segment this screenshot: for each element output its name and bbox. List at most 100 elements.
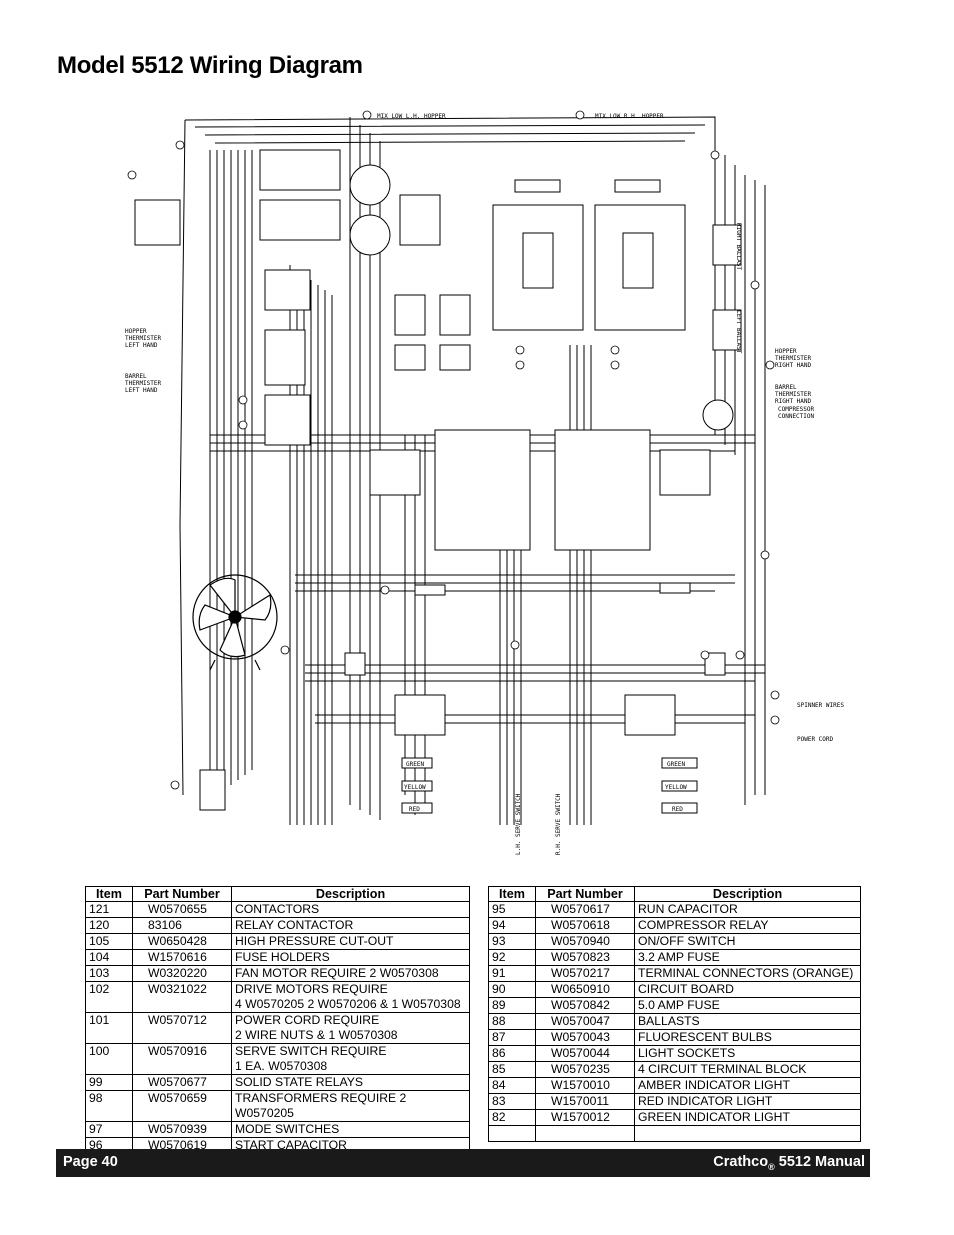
- item-number: [488, 1125, 536, 1142]
- part-description: FUSE HOLDERS: [231, 949, 470, 966]
- part-description: TERMINAL CONNECTORS (ORANGE): [634, 965, 861, 982]
- description-line: START CAPACITOR: [235, 1138, 347, 1152]
- part-number: W0570217: [535, 965, 635, 982]
- label-lh-serve-switch: L.H. SERVE SWITCH: [515, 793, 522, 855]
- description-line: FUSE HOLDERS: [235, 950, 330, 964]
- part-number: W0570618: [535, 917, 635, 934]
- label-hopper-therm-rh: HOPPER: [775, 348, 797, 355]
- page-number: Page 40: [63, 1154, 118, 1170]
- part-number: W0650910: [535, 981, 635, 998]
- item-number: 84: [488, 1077, 536, 1094]
- label-mix-low-lh: MIX LOW L.H. HOPPER: [377, 113, 446, 120]
- item-number: 97: [85, 1121, 133, 1138]
- label-barrel-therm-rh-2: THERMISTER: [775, 391, 812, 398]
- part-description: AMBER INDICATOR LIGHT: [634, 1077, 861, 1094]
- part-description: GREEN INDICATOR LIGHT: [634, 1109, 861, 1126]
- description-line: RELAY CONTACTOR: [235, 918, 354, 932]
- manual-title: Crathco® 5512 Manual: [713, 1154, 865, 1172]
- col-item: Item: [488, 886, 536, 902]
- part-description: FAN MOTOR REQUIRE 2 W0570308: [231, 965, 470, 982]
- label-barrel-therm-lh: BARREL: [125, 373, 147, 380]
- col-description: Description: [634, 886, 861, 902]
- label-mix-low-rh: MIX LOW R.H. HOPPER: [595, 113, 664, 120]
- label-hopper-therm-lh-2: THERMISTER: [125, 335, 162, 342]
- label-rh-serve-switch: R.H. SERVE SWITCH: [555, 793, 562, 855]
- description-line: FAN MOTOR REQUIRE 2 W0570308: [235, 966, 439, 980]
- item-number: 90: [488, 981, 536, 998]
- item-number: 102: [85, 981, 133, 1013]
- item-number: 86: [488, 1045, 536, 1062]
- col-description: Description: [231, 886, 470, 902]
- description-line-2: 1 EA. W0570308: [235, 1059, 328, 1073]
- part-number: W0570823: [535, 949, 635, 966]
- part-number: 83106: [132, 917, 232, 934]
- part-number: W0570842: [535, 997, 635, 1014]
- label-barrel-therm-lh-3: LEFT HAND: [125, 387, 158, 394]
- description-line: TRANSFORMERS REQUIRE 2 W0570205: [235, 1091, 407, 1120]
- label-green-right: GREEN: [667, 761, 685, 768]
- part-description: CIRCUIT BOARD: [634, 981, 861, 998]
- item-number: 99: [85, 1074, 133, 1091]
- description-line: HIGH PRESSURE CUT-OUT: [235, 934, 394, 948]
- part-number: W0570043: [535, 1029, 635, 1046]
- part-number: W1570010: [535, 1077, 635, 1094]
- description-line: SOLID STATE RELAYS: [235, 1075, 364, 1089]
- item-number: 93: [488, 933, 536, 950]
- description-line: POWER CORD REQUIRE: [235, 1013, 380, 1027]
- part-description: SOLID STATE RELAYS: [231, 1074, 470, 1091]
- part-description: RED INDICATOR LIGHT: [634, 1093, 861, 1110]
- part-number: W0321022: [132, 981, 232, 1013]
- label-left-ballast: LEFT BALLAST: [735, 310, 742, 354]
- item-number: 120: [85, 917, 133, 934]
- part-description: BALLASTS: [634, 1013, 861, 1030]
- description-line: SERVE SWITCH REQUIRE: [235, 1044, 387, 1058]
- item-number: 85: [488, 1061, 536, 1078]
- part-number: [535, 1125, 635, 1142]
- label-hopper-therm-rh-2: THERMISTER: [775, 355, 812, 362]
- item-number: 87: [488, 1029, 536, 1046]
- item-number: 91: [488, 965, 536, 982]
- label-spinner-wires: SPINNER WIRES: [797, 702, 844, 709]
- part-description: LIGHT SOCKETS: [634, 1045, 861, 1062]
- part-number: W1570011: [535, 1093, 635, 1110]
- wiring-diagram: MIX LOW L.H. HOPPER MIX LOW R.H. HOPPER …: [125, 110, 844, 855]
- label-hopper-therm-rh-3: RIGHT HAND: [775, 362, 812, 369]
- table-row-empty: [488, 1125, 861, 1142]
- part-number: W0650428: [132, 933, 232, 950]
- item-number: 101: [85, 1012, 133, 1044]
- part-description: RELAY CONTACTOR: [231, 917, 470, 934]
- part-number: W0570044: [535, 1045, 635, 1062]
- label-compressor-2: CONNECTION: [778, 413, 815, 420]
- part-number: W0570916: [132, 1043, 232, 1075]
- item-number: 83: [488, 1093, 536, 1110]
- label-hopper-therm-lh-3: LEFT HAND: [125, 342, 158, 349]
- label-compressor: COMPRESSOR: [778, 406, 815, 413]
- item-number: 89: [488, 997, 536, 1014]
- part-number: W0570939: [132, 1121, 232, 1138]
- page-footer: Page 40 Crathco® 5512 Manual: [56, 1149, 870, 1177]
- part-number: W1570012: [535, 1109, 635, 1126]
- part-number: W0570655: [132, 901, 232, 918]
- label-hopper-therm-lh: HOPPER: [125, 328, 147, 335]
- part-description: CONTACTORS: [231, 901, 470, 918]
- item-number: 95: [488, 901, 536, 918]
- description-line: MODE SWITCHES: [235, 1122, 340, 1136]
- item-number: 92: [488, 949, 536, 966]
- item-number: 121: [85, 901, 133, 918]
